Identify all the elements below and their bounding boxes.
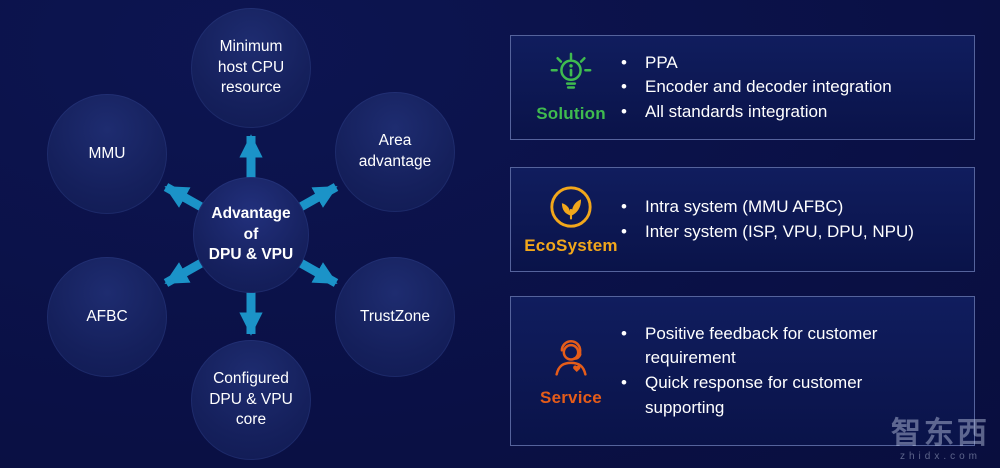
center-label-line2: DPU & VPU: [208, 246, 294, 264]
panel-service: Service Positive feedback for customer r…: [510, 296, 975, 446]
center-label-line1: Advantage of: [211, 204, 291, 243]
customer-support-icon: [548, 335, 594, 383]
bullet-item: Quick response for customer supporting: [621, 371, 960, 420]
panel-bullet-list: Intra system (MMU AFBC) Inter system (IS…: [621, 195, 960, 244]
watermark: 智东西 zhidx.com: [891, 417, 990, 462]
bullet-text: Positive feedback for customer requireme…: [645, 323, 878, 368]
bullet-item: Inter system (ISP, VPU, DPU, NPU): [621, 220, 960, 245]
bullet-text: All standards integration: [645, 101, 828, 121]
bullet-item: Intra system (MMU AFBC): [621, 195, 960, 220]
lightbulb-icon: [548, 51, 594, 99]
panel-bullet-list: Positive feedback for customer requireme…: [621, 322, 960, 421]
bullet-item: Positive feedback for customer requireme…: [621, 322, 960, 371]
node-afbc: AFBC: [47, 257, 167, 377]
bullet-text: Encoder and decoder integration: [645, 77, 892, 97]
node-configured-core: Configured DPU & VPU core: [191, 340, 311, 460]
bullet-item: All standards integration: [621, 100, 960, 125]
bullet-text: Inter system (ISP, VPU, DPU, NPU): [645, 221, 914, 241]
panel-ecosystem: EcoSystem Intra system (MMU AFBC) Inter …: [510, 167, 975, 272]
node-area-advantage: Area advantage: [335, 92, 455, 212]
node-label: TrustZone: [359, 307, 431, 325]
node-label: Configured DPU & VPU core: [209, 369, 293, 429]
node-label: AFBC: [86, 307, 128, 325]
panel-bullet-list: PPA Encoder and decoder integration All …: [621, 51, 960, 125]
panel-label: Solution: [536, 104, 606, 123]
bullet-item: Encoder and decoder integration: [621, 75, 960, 100]
bullet-text: Intra system (MMU AFBC): [645, 196, 844, 216]
node-label: MMU: [88, 144, 126, 162]
sprout-icon: [548, 183, 594, 231]
bullet-text: PPA: [645, 52, 678, 72]
bullet-item: PPA: [621, 51, 960, 76]
panel-solution: Solution PPA Encoder and decoder integra…: [510, 35, 975, 140]
watermark-domain: zhidx.com: [899, 451, 981, 462]
panel-label: EcoSystem: [524, 236, 618, 255]
watermark-brand: 智东西: [891, 417, 990, 450]
diagram-center-node: Advantage of DPU & VPU: [193, 177, 309, 293]
node-label: Minimum host CPU resource: [217, 37, 285, 97]
node-trustzone: TrustZone: [335, 257, 455, 377]
bullet-text: Quick response for customer supporting: [645, 373, 863, 417]
node-minimum-host-cpu: Minimum host CPU resource: [191, 8, 311, 128]
node-mmu: MMU: [47, 94, 167, 214]
node-label: Area advantage: [358, 132, 432, 170]
panel-label: Service: [540, 387, 602, 407]
